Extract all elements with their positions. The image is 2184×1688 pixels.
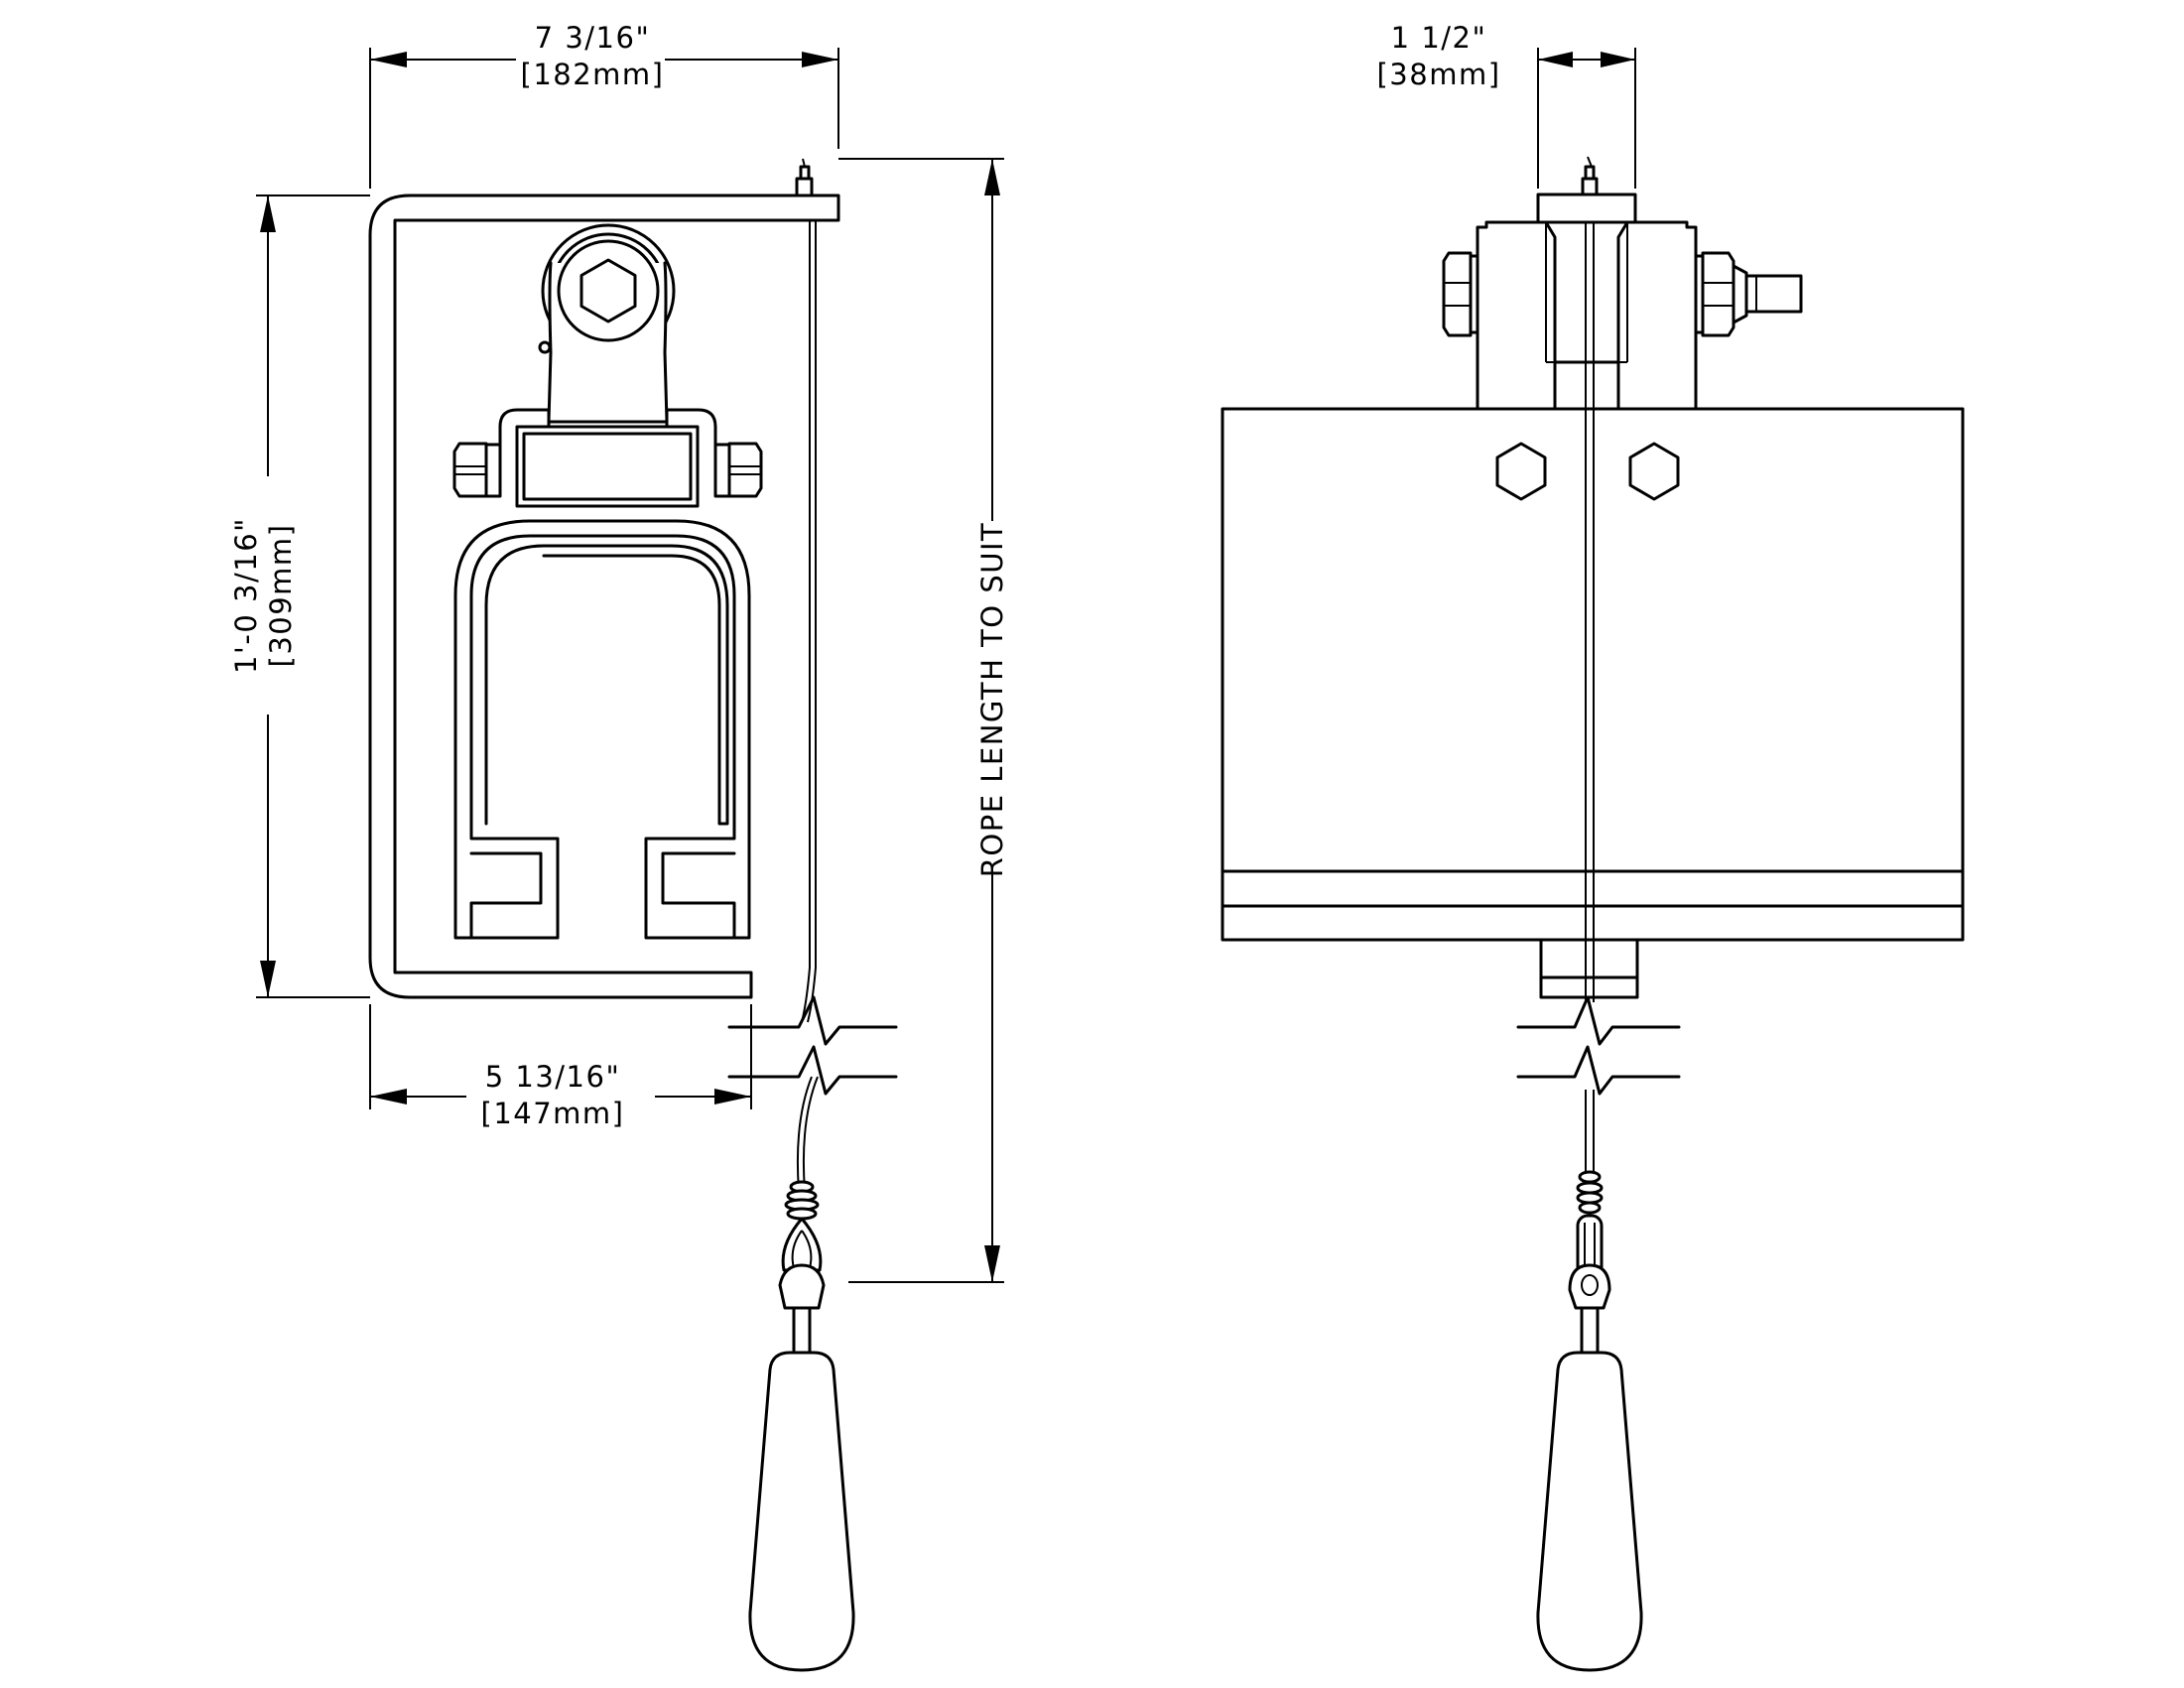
dim-base-width-imperial: 5 13/16"	[485, 1060, 621, 1094]
hanger-pin	[795, 158, 814, 197]
right-side-nut	[713, 442, 763, 498]
rope-side	[796, 220, 819, 1192]
bracket-outer	[368, 194, 840, 999]
rope-length-label: ROPE LENGTH TO SUIT	[975, 522, 1009, 878]
rope-fitting-front	[1536, 1170, 1643, 1672]
pull-handle-front	[1536, 1351, 1643, 1672]
block-bolt-left	[1495, 442, 1547, 501]
dim-overall-width-imperial: 7 3/16"	[535, 21, 651, 55]
trolley-profile	[453, 519, 751, 940]
dim-overall-height: 1'-0 3/16" [309mm]	[229, 195, 370, 998]
rope-fitting-side	[748, 1180, 855, 1672]
front-view: 1 1/2" [38mm]	[1220, 21, 1965, 1672]
dim-thickness: 1 1/2" [38mm]	[1376, 21, 1636, 189]
hex-nut	[579, 258, 637, 324]
dim-overall-height-metric: [309mm]	[264, 524, 298, 668]
dim-rope-length: ROPE LENGTH TO SUIT	[838, 158, 1009, 1283]
dim-thickness-metric: [38mm]	[1376, 58, 1500, 91]
dim-overall-height-imperial: 1'-0 3/16"	[229, 517, 263, 674]
front-right-nut	[1694, 251, 1803, 337]
slide-block	[498, 408, 717, 508]
dim-overall-width: 7 3/16" [182mm]	[369, 21, 839, 189]
block-bolt-right	[1628, 442, 1680, 501]
dim-base-width: 5 13/16" [147mm]	[369, 1004, 752, 1130]
dim-thickness-imperial: 1 1/2"	[1391, 21, 1487, 55]
pull-handle-side	[748, 1351, 855, 1672]
break-symbol-side	[727, 995, 898, 1096]
pulley-eye	[538, 223, 676, 424]
dim-overall-width-metric: [182mm]	[521, 58, 665, 91]
dim-base-width-metric: [147mm]	[481, 1097, 625, 1130]
side-view: 7 3/16" [182mm] 1'-0 3/16" [309mm] 5 13/…	[229, 21, 1009, 1672]
break-symbol-front	[1516, 995, 1681, 1096]
front-left-bolt	[1442, 251, 1479, 337]
left-side-nut	[452, 442, 502, 498]
